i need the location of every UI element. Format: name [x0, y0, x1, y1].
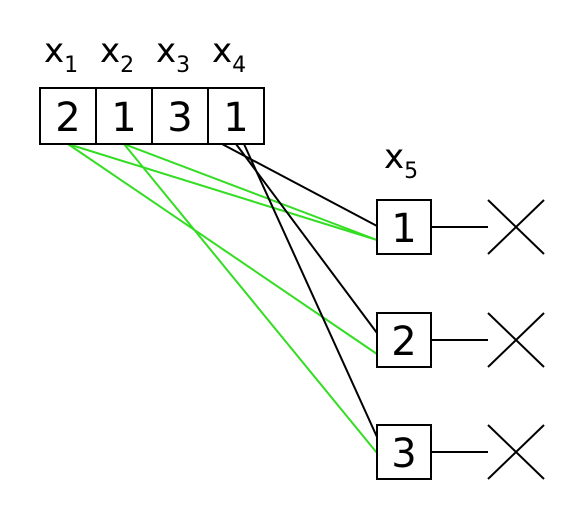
edge-x2-to-node-1 — [123, 143, 378, 241]
node-box-2 — [376, 312, 432, 368]
edge-x1-to-node-2 — [67, 143, 378, 355]
node-value-1: 1 — [391, 206, 416, 252]
cross-icon — [487, 424, 545, 480]
cell-x2 — [95, 87, 153, 145]
node-box-3 — [376, 424, 432, 480]
var-label-x1: x1 — [44, 31, 78, 78]
edge-x1-to-node-1 — [67, 143, 378, 241]
target-node-1: 1 — [376, 199, 545, 255]
cross-icon — [487, 312, 545, 368]
node-box-1 — [376, 199, 432, 255]
cross-icon — [487, 199, 545, 255]
edges-layer — [67, 143, 378, 454]
cell-value-x4: 1 — [223, 95, 248, 141]
edge-x4-to-node-3 — [243, 143, 378, 438]
edge-x2-to-node-3 — [123, 143, 378, 454]
target-node-3: 3 — [376, 424, 545, 480]
var-label-x2: x2 — [100, 31, 134, 78]
edge-x4-to-node-1 — [221, 143, 378, 227]
target-node-2: 2 — [376, 312, 545, 368]
var-label-x3: x3 — [156, 31, 190, 78]
cell-x4 — [207, 87, 265, 145]
node-value-3: 3 — [391, 431, 416, 477]
cell-x3 — [151, 87, 209, 145]
node-value-2: 2 — [391, 319, 416, 365]
var-label-x4: x4 — [212, 31, 246, 78]
var-label-x5: x5 — [384, 137, 418, 184]
cell-value-x2: 1 — [111, 95, 136, 141]
cell-value-x3: 3 — [167, 95, 192, 141]
cell-x1 — [39, 87, 97, 145]
edge-x4-to-node-2 — [235, 143, 378, 334]
cell-value-x1: 2 — [55, 95, 80, 141]
assignment-array: 2 1 3 1 — [39, 87, 265, 145]
